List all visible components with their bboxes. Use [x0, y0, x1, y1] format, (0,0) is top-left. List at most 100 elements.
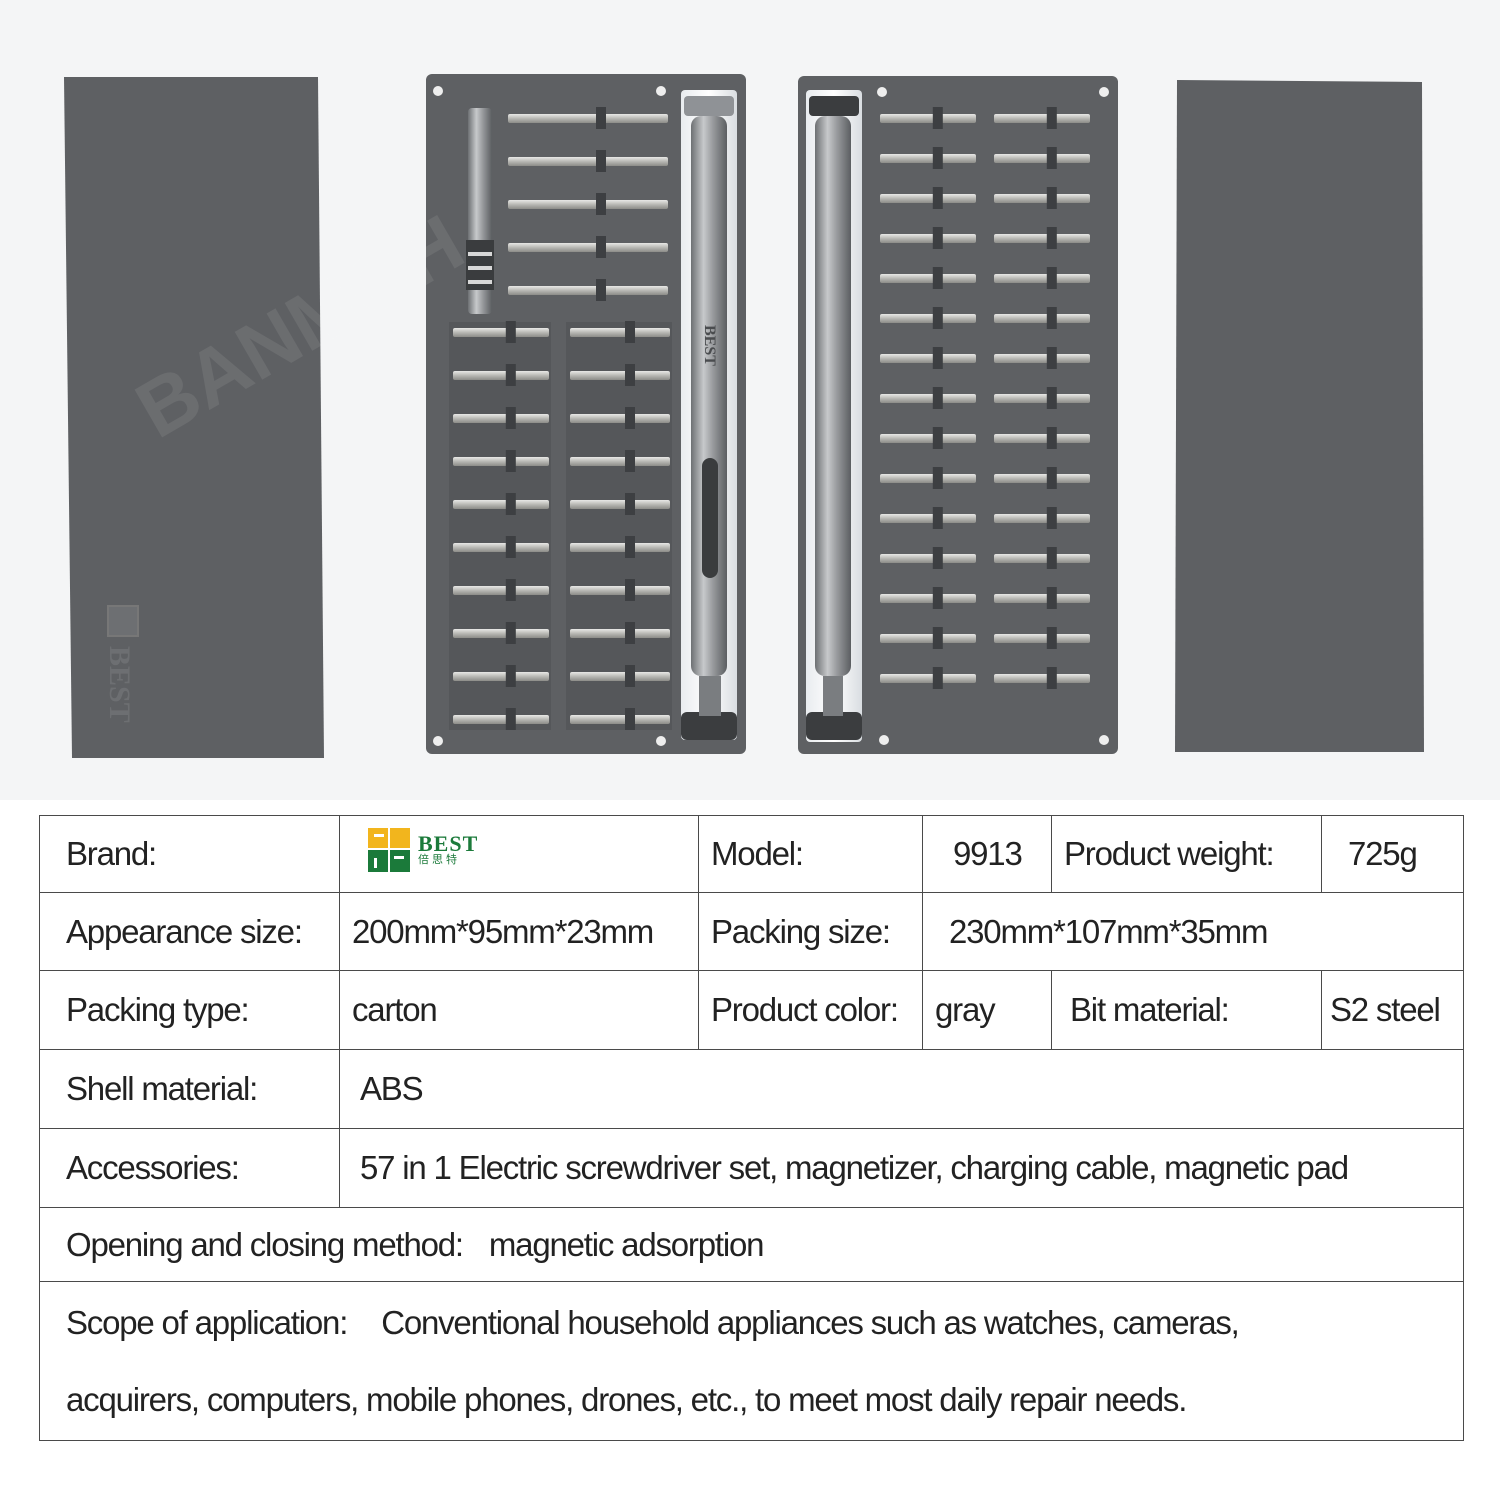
brand-logo: BEST 倍思特: [366, 826, 478, 874]
left-tray: BEST: [426, 74, 746, 754]
bit-clip: [1046, 587, 1057, 609]
svg-text:BEST: BEST: [701, 325, 718, 366]
bit-clip: [932, 507, 943, 529]
bit-clip: [596, 236, 606, 258]
bit-clip: [932, 227, 943, 249]
screwdriver-bit: [453, 672, 549, 681]
screwdriver-bit: [570, 629, 670, 638]
screwdriver-bit: [994, 354, 1090, 363]
screwdriver-bit: [880, 114, 976, 123]
right-lid: [1175, 80, 1424, 752]
screwdriver-bit: [453, 586, 549, 595]
bit-clip: [505, 450, 516, 472]
model-value: 9913: [922, 815, 1052, 893]
screwdriver-bit: [453, 457, 549, 466]
bit-clip: [932, 267, 943, 289]
screwdriver-bit: [453, 543, 549, 552]
bit-clip: [625, 536, 635, 558]
bit-clip: [932, 107, 943, 129]
screwdriver-bit: [994, 554, 1090, 563]
screwdriver-bit: [880, 234, 976, 243]
bit-clip: [1046, 347, 1057, 369]
packing-type-label: Packing type:: [39, 970, 340, 1051]
screwdriver-bit: [994, 594, 1090, 603]
model-label: Model:: [698, 815, 923, 893]
screwdriver-bit: [453, 371, 549, 380]
screwdriver-bit: [880, 474, 976, 483]
bit-clip: [932, 387, 943, 409]
bit-clip: [1046, 627, 1057, 649]
bit-clip: [625, 493, 635, 515]
bit-clip: [505, 364, 516, 386]
screwdriver-bit: [880, 314, 976, 323]
shell-value: ABS: [339, 1049, 1464, 1129]
bit-clip: [505, 708, 516, 730]
screwdriver-bit: [570, 543, 670, 552]
bit-clip: [932, 467, 943, 489]
bit-clip: [932, 307, 943, 329]
screwdriver-bit: [453, 715, 549, 724]
bit-clip: [625, 665, 635, 687]
bit-clip: [1046, 267, 1057, 289]
screwdriver-bit: [880, 594, 976, 603]
packing-type-value: carton: [339, 970, 699, 1051]
opening-label: Opening and closing method:: [66, 1225, 464, 1263]
accessories-label: Accessories:: [39, 1127, 340, 1208]
bit-clip: [1046, 387, 1057, 409]
screwdriver-bit: [570, 715, 670, 724]
screwdriver-bit: [994, 474, 1090, 483]
screwdriver-bit: [453, 629, 549, 638]
appearance-label: Appearance size:: [39, 891, 340, 972]
bit-clip: [1046, 467, 1057, 489]
bit-clip: [1046, 427, 1057, 449]
screwdriver-bit: [570, 500, 670, 509]
bit-clip: [932, 427, 943, 449]
color-value: gray: [922, 970, 1052, 1051]
bit-row-left: [453, 107, 670, 730]
bit-clip: [505, 536, 516, 558]
shell-label: Shell material:: [39, 1049, 340, 1129]
bit-clip: [1046, 107, 1057, 129]
bit-clip: [505, 579, 516, 601]
bit-clip: [932, 347, 943, 369]
bit-clip: [625, 579, 635, 601]
screwdriver-bit: [994, 314, 1090, 323]
bit-clip: [1046, 187, 1057, 209]
scope-row: Scope of application:Conventional househ…: [39, 1281, 1464, 1441]
brand-logo-name: BEST: [418, 831, 479, 857]
weight-value: 725g: [1321, 815, 1464, 893]
svg-text:BEST: BEST: [103, 646, 136, 723]
bit-clip: [505, 622, 516, 644]
screwdriver-bit: [453, 414, 549, 423]
bit-clip: [505, 321, 516, 343]
appearance-value: 200mm*95mm*23mm: [339, 891, 699, 972]
screwdriver-bit: [880, 634, 976, 643]
bit-clip: [505, 407, 516, 429]
right-tray: [798, 76, 1118, 754]
lid-brand-logo: BEST: [103, 605, 139, 723]
spec-table: Brand: BEST 倍思特 Model: 9913 Pro: [39, 815, 1464, 1441]
screwdriver-bit: [994, 194, 1090, 203]
opening-value: magnetic adsorption: [488, 1225, 765, 1263]
bit-clip: [625, 450, 635, 472]
screwdriver-bit: [880, 674, 976, 683]
screwdriver-bit: [994, 634, 1090, 643]
screwdriver-bit: [570, 586, 670, 595]
scope-value-line2: acquirers, computers, mobile phones, dro…: [66, 1381, 1187, 1419]
bit-clip: [596, 107, 606, 129]
screwdriver-bit: [994, 514, 1090, 523]
brand-label: Brand:: [39, 815, 340, 893]
bit-clip: [932, 187, 943, 209]
bit-clip: [625, 321, 635, 343]
bit-row-right: [880, 107, 1090, 689]
bit-clip: [1046, 507, 1057, 529]
brand-value: BEST 倍思特: [339, 815, 699, 893]
screwdriver-bit: [994, 154, 1090, 163]
bit-clip: [1046, 547, 1057, 569]
bit-clip: [932, 627, 943, 649]
screwdriver-bit: [880, 394, 976, 403]
bit-clip: [932, 667, 943, 689]
weight-label: Product weight:: [1051, 815, 1322, 893]
screwdriver-bit: [570, 371, 670, 380]
bit-clip: [596, 193, 606, 215]
